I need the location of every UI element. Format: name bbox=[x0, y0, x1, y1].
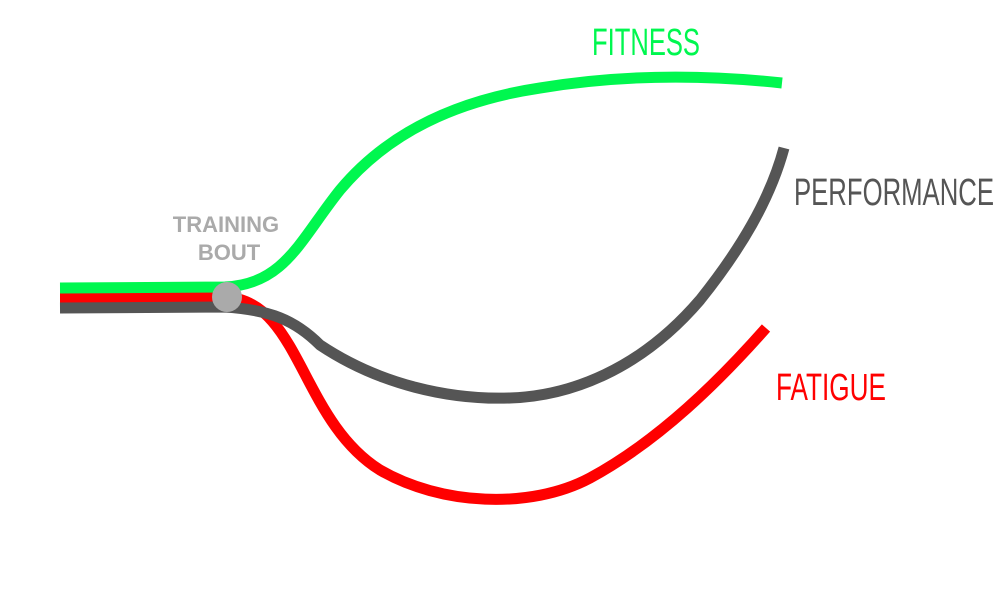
fatigue-curve bbox=[60, 291, 771, 505]
training-bout-label-line2: BOUT bbox=[198, 240, 261, 265]
performance-label: PERFORMANCE bbox=[794, 172, 994, 214]
fitness-label: FITNESS bbox=[592, 22, 700, 64]
training-bout-label: TRAINING BOUT bbox=[173, 212, 285, 265]
fitness-curve bbox=[59, 71, 783, 294]
performance-curve bbox=[59, 146, 790, 404]
fatigue-label: FATIGUE bbox=[776, 367, 886, 409]
training-bout-label-line1: TRAINING bbox=[173, 212, 279, 237]
training-bout-marker bbox=[212, 282, 242, 312]
